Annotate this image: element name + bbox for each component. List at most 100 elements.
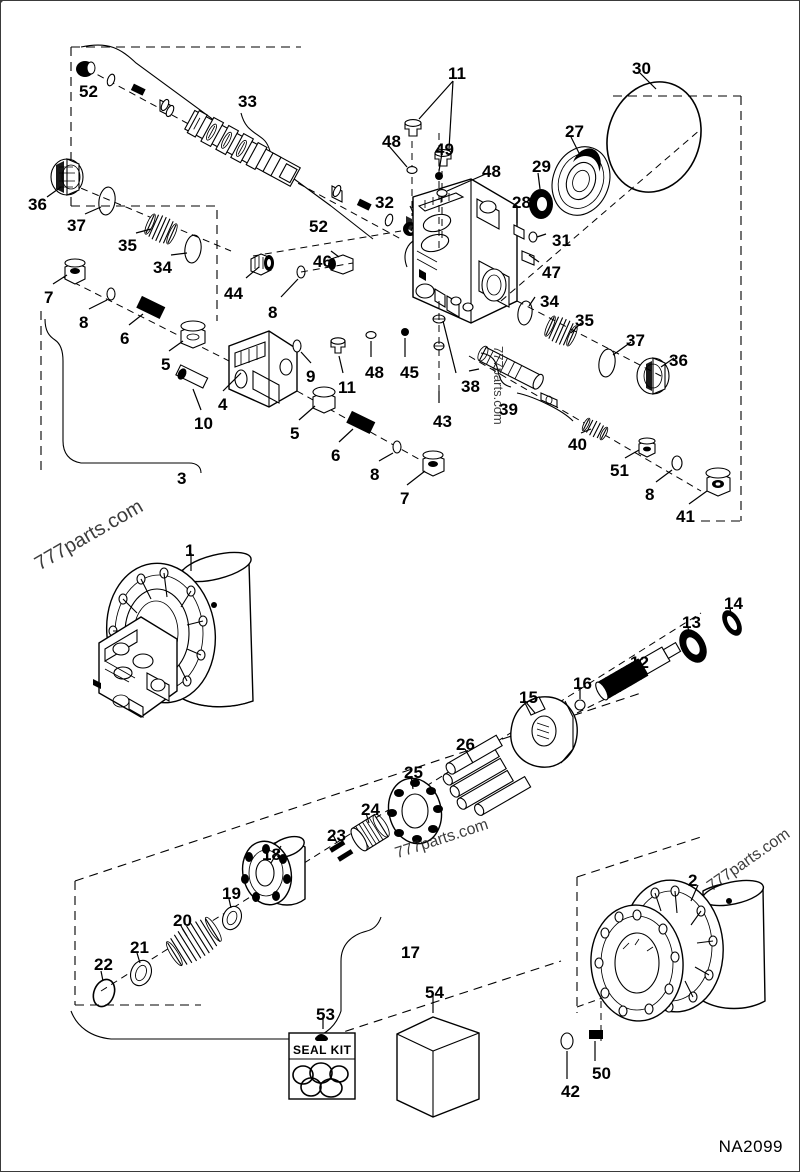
part-36-cap-right <box>636 357 670 395</box>
lower-assembly-parts <box>1 1 742 1008</box>
callout-7: 7 <box>44 288 54 307</box>
part-15-swashplate <box>510 696 578 768</box>
callout-41: 41 <box>676 507 695 526</box>
callout-35: 35 <box>575 311 594 330</box>
part-54-carton <box>396 993 480 1118</box>
callout-6: 6 <box>331 446 341 465</box>
part-25-cage-plate <box>387 777 443 845</box>
part-1-drive-motor <box>93 551 254 718</box>
part-35-spring-left <box>144 213 180 245</box>
part-5-bushing-mid <box>312 386 336 414</box>
part-53-seal-kit <box>288 1015 356 1100</box>
callout-11: 11 <box>448 64 466 83</box>
callout-21: 21 <box>130 938 149 957</box>
callout-52: 52 <box>79 82 98 101</box>
callout-19: 19 <box>222 884 241 903</box>
callout-14: 14 <box>724 594 743 613</box>
callout-35: 35 <box>118 236 137 255</box>
callout-18: 18 <box>262 845 281 864</box>
callout-54: 54 <box>425 983 444 1002</box>
part-51-plug <box>638 437 656 458</box>
callout-42: 42 <box>561 1082 580 1101</box>
upper-assembly-enclosure <box>40 95 742 522</box>
callout-40: 40 <box>568 435 587 454</box>
right-middle-parts <box>468 345 731 505</box>
callout-8: 8 <box>268 303 278 322</box>
callout-48: 48 <box>365 363 384 382</box>
callout-52: 52 <box>309 217 328 236</box>
callout-10: 10 <box>194 414 213 433</box>
callout-43: 43 <box>433 412 452 431</box>
part-41-plug <box>705 467 731 497</box>
callout-11: 11 <box>338 378 356 397</box>
part-7-plug-mid <box>422 450 445 477</box>
seal-kit-label: SEAL KIT <box>293 1043 352 1057</box>
part-11-plugs <box>388 80 489 403</box>
part-36-cap-left <box>50 158 84 196</box>
parts-44-46-row <box>245 230 402 298</box>
callout-15: 15 <box>519 688 538 707</box>
central-housing-body <box>404 178 518 324</box>
part-39-shaft <box>477 345 544 390</box>
part-24-needle-bearing <box>350 813 390 852</box>
callout-12: 12 <box>630 653 649 672</box>
right-upper-parts <box>500 72 702 395</box>
callout-34: 34 <box>153 258 172 277</box>
callout-37: 37 <box>67 216 86 235</box>
part-5-bushing-left <box>180 320 206 349</box>
callout-48: 48 <box>382 132 401 151</box>
callout-36: 36 <box>28 195 47 214</box>
callout-8: 8 <box>370 465 380 484</box>
callout-32: 32 <box>375 193 394 212</box>
callout-3: 3 <box>177 469 187 488</box>
callout-4: 4 <box>218 395 228 414</box>
callout-38: 38 <box>461 377 480 396</box>
callout-2: 2 <box>688 871 698 890</box>
part-12-shaft <box>595 641 682 701</box>
part-7-plug-left <box>64 258 86 285</box>
callout-31: 31 <box>552 231 571 250</box>
left-middle-parts <box>44 258 445 486</box>
callout-16: 16 <box>573 674 592 693</box>
callout-5: 5 <box>161 355 171 374</box>
callout-30: 30 <box>632 59 651 78</box>
callout-39: 39 <box>499 400 518 419</box>
callout-33: 33 <box>238 92 257 111</box>
callout-8: 8 <box>79 313 89 332</box>
part-2-drive-motor <box>560 836 766 1079</box>
part-40-spring <box>581 417 609 441</box>
callout-27: 27 <box>565 122 584 141</box>
callout-53: 53 <box>316 1005 335 1024</box>
callout-46: 46 <box>313 252 332 271</box>
callout-49: 49 <box>435 140 454 159</box>
part-14-snap-ring <box>722 610 742 636</box>
callout-29: 29 <box>532 157 551 176</box>
part-52-plug-left <box>76 61 96 77</box>
part-10-bolt <box>175 364 209 389</box>
callout-25: 25 <box>404 763 423 782</box>
part-26-pistons <box>442 734 532 816</box>
group-3-enclosure <box>70 46 301 321</box>
callout-24: 24 <box>361 800 380 819</box>
part-13-bearing <box>679 629 707 663</box>
callout-20: 20 <box>173 911 192 930</box>
watermark: 777parts.com <box>491 346 506 425</box>
callout-47: 47 <box>542 263 561 282</box>
callout-5: 5 <box>290 424 300 443</box>
part-44-fitting <box>250 253 274 276</box>
callout-28: 28 <box>512 193 531 212</box>
diagram-code: NA2099 <box>718 1137 783 1156</box>
callout-1: 1 <box>185 541 195 560</box>
callout-37: 37 <box>626 331 645 350</box>
callout-23: 23 <box>327 826 346 845</box>
callout-7: 7 <box>400 489 410 508</box>
part-4-bracket <box>228 330 298 408</box>
callout-26: 26 <box>456 735 475 754</box>
part-35-spring-right <box>544 315 580 347</box>
callout-51: 51 <box>610 461 629 480</box>
callout-44: 44 <box>224 284 243 303</box>
callout-17: 17 <box>401 943 420 962</box>
part-23-keys <box>329 840 354 862</box>
